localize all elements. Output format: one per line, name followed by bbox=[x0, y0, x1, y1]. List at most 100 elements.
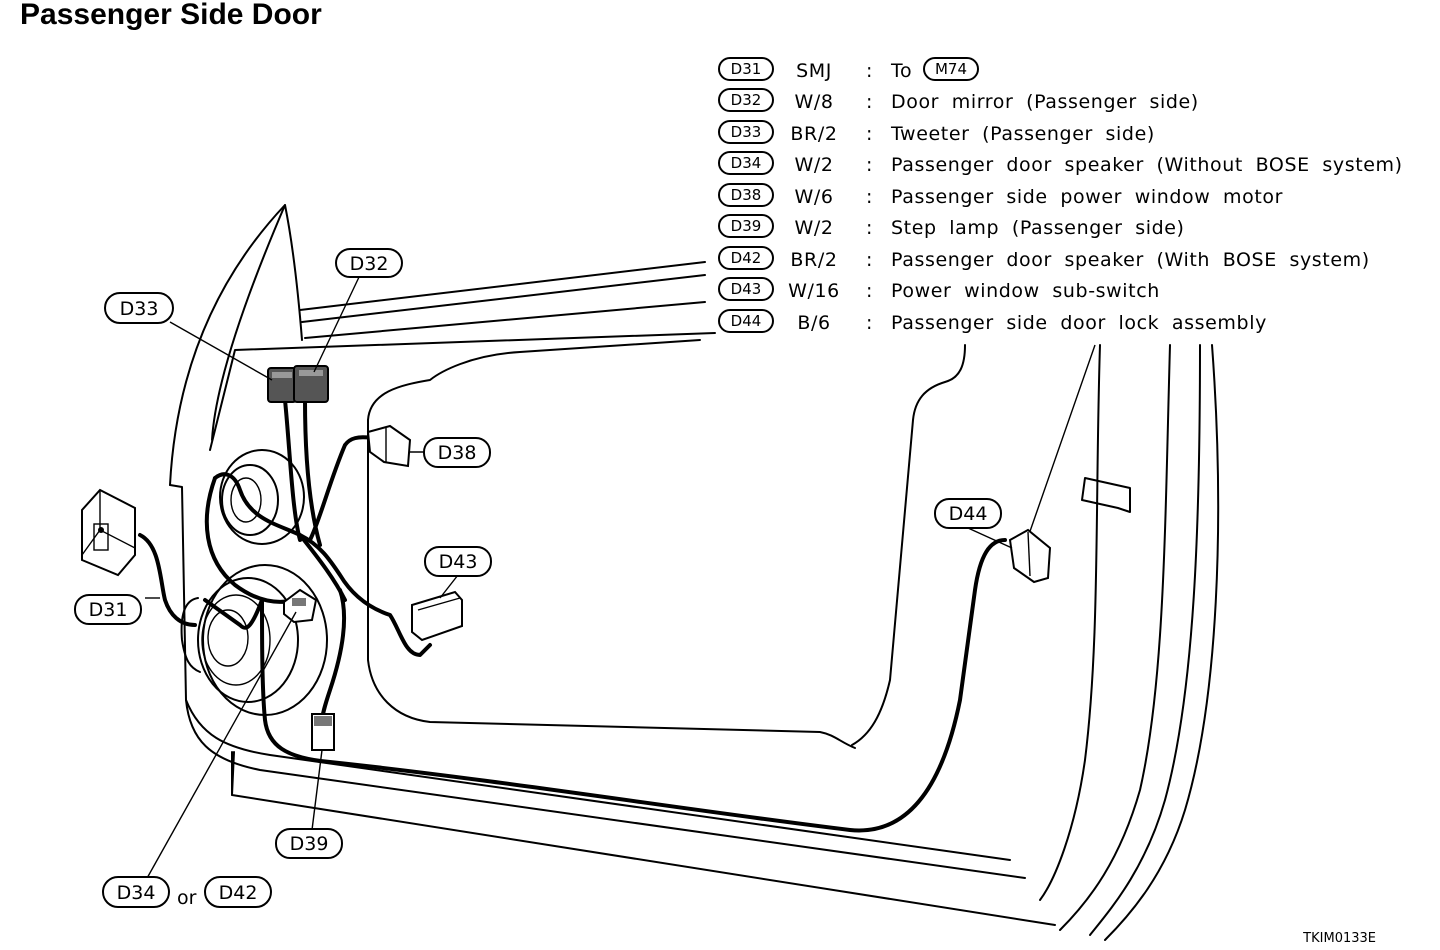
lock-rod bbox=[1019, 344, 1096, 561]
tweeter-outer bbox=[219, 449, 305, 545]
page-title: Passenger Side Door bbox=[20, 0, 322, 31]
leader-d44 bbox=[967, 527, 1013, 549]
door-handle bbox=[1081, 477, 1131, 513]
connector-d44-seam bbox=[1027, 531, 1031, 577]
legend-separator: : bbox=[866, 60, 873, 82]
door-speaker bbox=[180, 564, 328, 716]
legend-separator: : bbox=[866, 123, 873, 145]
speaker-back bbox=[180, 597, 201, 673]
connector-d38-housing bbox=[366, 424, 412, 468]
connector-d31-edge bbox=[81, 529, 101, 556]
door-sill-end bbox=[231, 751, 235, 796]
legend-code-badge bbox=[718, 88, 774, 112]
legend-description: Power window sub-switch bbox=[891, 280, 1160, 302]
callout-d32: D32 bbox=[335, 248, 403, 278]
tweeter-cone bbox=[230, 477, 262, 523]
legend-row-d38: D38 W/6 : Passenger side power window mo… bbox=[718, 183, 1282, 208]
callout-label: D31 bbox=[89, 599, 128, 621]
door-outline bbox=[169, 204, 1220, 941]
callout-badges: D32 D33 D38 D43 D44 D31 D39 D34 bbox=[74, 248, 1002, 909]
callout-d44: D44 bbox=[934, 498, 1002, 529]
callout-label: D38 bbox=[438, 442, 477, 464]
callout-badge bbox=[104, 292, 174, 324]
legend-connector: W/8 bbox=[794, 91, 833, 113]
legend-row-d34: D34 W/2 : Passenger door speaker (Withou… bbox=[718, 151, 1402, 176]
connector-d33-latch bbox=[272, 372, 292, 378]
door-frame-curve bbox=[1039, 344, 1101, 901]
connector-d39-latch bbox=[314, 716, 332, 726]
connector-d34-latch bbox=[292, 598, 306, 606]
door-frame-curve bbox=[1104, 344, 1220, 941]
legend-code-badge bbox=[718, 214, 774, 238]
legend-row-d33: D33 BR/2 : Tweeter (Passenger side) bbox=[718, 120, 1155, 145]
legend-code: D33 bbox=[731, 123, 762, 141]
legend-description: Tweeter (Passenger side) bbox=[890, 123, 1155, 145]
connector-d33-body bbox=[267, 367, 297, 403]
legend-description: Door mirror (Passenger side) bbox=[891, 91, 1199, 113]
connector-d31-bolt bbox=[93, 523, 109, 551]
legend-row-d44: D44 B/6 : Passenger side door lock assem… bbox=[718, 309, 1267, 334]
connector-d43-seam bbox=[417, 597, 461, 611]
legend-code-badge bbox=[718, 183, 774, 207]
legend-row-d42: D42 BR/2 : Passenger door speaker (With … bbox=[718, 246, 1369, 271]
callout-label: D44 bbox=[949, 503, 988, 525]
legend-connector: W/2 bbox=[794, 217, 833, 239]
harness-branch bbox=[213, 472, 347, 602]
speaker-cone bbox=[201, 594, 271, 686]
connector-d44-housing bbox=[1008, 528, 1052, 584]
harness-main-trunk bbox=[260, 538, 1007, 833]
callout-label: D39 bbox=[290, 833, 329, 855]
window-channel-line bbox=[301, 274, 706, 323]
legend-separator: : bbox=[866, 91, 873, 113]
legend-row-d32: D32 W/8 : Door mirror (Passenger side) bbox=[718, 88, 1199, 113]
callout-label: D34 bbox=[117, 882, 156, 904]
door-cavity-top bbox=[367, 339, 701, 421]
legend-row-d31: D31 SMJ : To M74 bbox=[718, 57, 979, 82]
legend-ref-badge bbox=[923, 57, 979, 81]
legend-separator: : bbox=[866, 312, 873, 334]
callout-label: D43 bbox=[439, 551, 478, 573]
leader-d33 bbox=[169, 321, 273, 381]
connector-d43-body bbox=[411, 590, 463, 642]
legend-code: D31 bbox=[731, 60, 762, 78]
legend-code-badge bbox=[718, 151, 774, 175]
callout-badge bbox=[934, 498, 1002, 529]
harness-speaker-lead bbox=[203, 598, 264, 630]
speaker-rim bbox=[197, 577, 299, 703]
legend-code: D42 bbox=[731, 249, 762, 267]
callout-label: D42 bbox=[219, 882, 258, 904]
connector-d32-latch bbox=[299, 370, 323, 376]
legend-description: Passenger side door lock assembly bbox=[891, 312, 1267, 334]
connector-d31-body bbox=[81, 488, 136, 577]
legend-code-badge bbox=[718, 57, 774, 81]
door-panel-edge bbox=[185, 699, 1011, 861]
connector-d32-body bbox=[293, 365, 329, 403]
door-mirror-outline bbox=[169, 204, 303, 486]
legend-code: D34 bbox=[731, 154, 762, 172]
legend-code-badge bbox=[718, 120, 774, 144]
callout-badge bbox=[102, 876, 170, 908]
connector-d39-body bbox=[311, 713, 335, 751]
legend-row-d43: D43 W/16 : Power window sub-switch bbox=[718, 277, 1160, 302]
door-mirror-inner bbox=[211, 204, 286, 441]
legend-separator: : bbox=[866, 280, 873, 302]
callout-badge bbox=[423, 437, 491, 468]
callout-d39: D39 bbox=[275, 828, 343, 859]
leader-d32 bbox=[313, 274, 361, 373]
callout-d42: D42 bbox=[204, 876, 272, 908]
door-sill bbox=[231, 751, 1056, 926]
window-channel-line bbox=[299, 261, 706, 311]
legend-code-badge bbox=[718, 309, 774, 333]
door-frame-curve bbox=[1059, 344, 1171, 931]
callout-badge bbox=[275, 828, 343, 859]
window-channel-line bbox=[304, 301, 706, 339]
legend-description: Step lamp (Passenger side) bbox=[891, 217, 1185, 239]
legend-code: D32 bbox=[731, 91, 762, 109]
door-cavity-bottom bbox=[367, 419, 856, 749]
legend-code: D38 bbox=[731, 186, 762, 204]
harness-branch-d31 bbox=[138, 533, 197, 627]
legend-code-badge bbox=[718, 277, 774, 301]
legend-code: D44 bbox=[731, 312, 762, 330]
connector-legend: D31 SMJ : To M74 D32 W/8 : Door mirror (… bbox=[718, 57, 1402, 334]
